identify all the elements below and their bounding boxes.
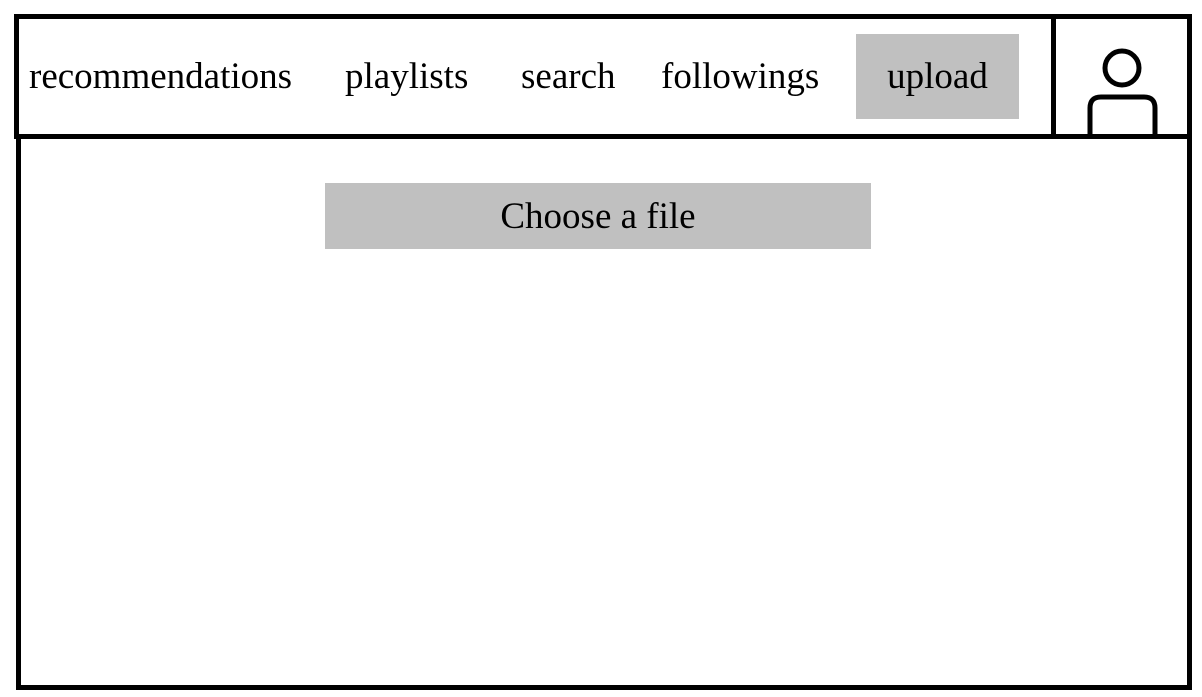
nav-item-recommendations[interactable]: recommendations bbox=[29, 56, 293, 97]
user-icon bbox=[1087, 48, 1158, 134]
upload-content-panel: Choose a file bbox=[16, 134, 1192, 690]
nav-item-followings[interactable]: followings bbox=[661, 56, 820, 97]
nav-item-playlists[interactable]: playlists bbox=[345, 56, 469, 97]
top-navigation-bar: recommendations playlists search followi… bbox=[14, 14, 1192, 139]
nav-item-upload[interactable]: upload bbox=[856, 34, 1019, 119]
profile-divider bbox=[1051, 19, 1056, 134]
profile-avatar-button[interactable] bbox=[1056, 19, 1187, 134]
nav-item-search[interactable]: search bbox=[521, 56, 616, 97]
choose-file-button[interactable]: Choose a file bbox=[325, 183, 871, 249]
